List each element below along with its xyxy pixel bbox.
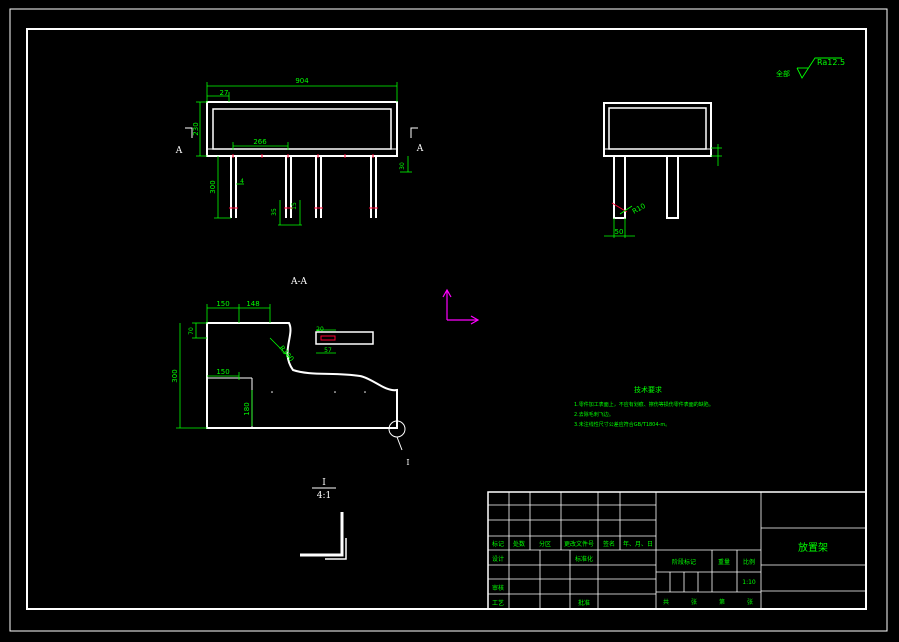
- dim-sec-w2: 148: [246, 300, 259, 308]
- side-frame-inner: [608, 107, 707, 150]
- front-legs: [230, 156, 377, 218]
- tb-design: 设计: [492, 555, 504, 563]
- dim-sec-w1: 150: [216, 300, 229, 308]
- tb-weight: 重量: [718, 558, 730, 566]
- tb-approve: 批准: [578, 599, 590, 607]
- tb-sheet-unit: 张: [747, 598, 753, 606]
- front-frame-inner: [212, 108, 392, 150]
- section-label-right: A: [416, 144, 424, 154]
- tb-sheet-number: 第: [719, 598, 725, 606]
- detail-leader: [396, 436, 403, 451]
- side-leg-right: [666, 155, 679, 219]
- section-dimension-lines: [176, 304, 336, 429]
- side-view: R10 50: [603, 102, 722, 238]
- hidden-marks: [229, 154, 378, 209]
- tb-sheet-unit: 张: [691, 598, 697, 606]
- notes-title: 技术要求: [634, 385, 662, 394]
- note-item: 2.去除毛刺飞边。: [574, 411, 614, 418]
- side-dimension-lines: [604, 144, 722, 238]
- dim-sec-w3: 150: [216, 368, 229, 376]
- tb-col-change-doc: 更改文件号: [564, 540, 594, 548]
- tb-standard: 标准化: [575, 555, 593, 563]
- section-title: A-A: [290, 277, 308, 287]
- section-points: [271, 391, 366, 393]
- note-item: 1.零件加工表面上，不应有划痕、擦伤等损伤零件表面的缺陷。: [574, 401, 714, 408]
- dim-sec-h3: 180: [243, 402, 251, 415]
- side-hidden-mark: [611, 202, 628, 213]
- dim-leg-width-a: 35: [271, 208, 278, 216]
- outer-frame: [9, 8, 888, 632]
- section-view: 150 148 70 300 150 180 R300 20 57 I: [171, 300, 410, 467]
- dim-sec-radius: R300: [277, 344, 295, 363]
- title-block: [487, 491, 867, 610]
- tb-sheet-total: 共: [663, 598, 669, 606]
- tb-review: 审核: [492, 584, 504, 592]
- dim-leg-width-b: 15: [291, 202, 298, 210]
- slot-outline: [315, 331, 374, 345]
- detail-mark: I: [406, 458, 409, 467]
- roughness-check-icon: [796, 57, 842, 79]
- dim-height: 230: [192, 122, 200, 135]
- inner-frame: [26, 28, 867, 610]
- section-profile: [206, 322, 398, 429]
- roughness-symbol: 全部 Ra12.5: [776, 57, 845, 79]
- tb-process: 工艺: [492, 599, 504, 607]
- tb-col-mark: 标记: [492, 540, 504, 548]
- tb-col-date: 年、月、日: [623, 540, 653, 548]
- side-leg-left: [613, 155, 626, 219]
- tb-stage-mark: 阶段标记: [672, 558, 696, 566]
- dim-slot-w: 20: [316, 326, 324, 333]
- tb-scale-value: 1:10: [742, 579, 756, 586]
- section-label-left: A: [175, 146, 183, 156]
- tb-part-name: 放置架: [798, 541, 828, 554]
- dim-sec-h: 300: [171, 369, 179, 382]
- dim-right-height: 30: [399, 162, 406, 170]
- title-block-grid: [488, 492, 866, 609]
- roughness-prefix: 全部: [776, 69, 790, 78]
- section-arrows: [185, 127, 418, 138]
- dim-leg-gap: 4: [240, 178, 244, 185]
- slot-hole: [320, 335, 336, 341]
- dim-side-radius: R10: [631, 202, 647, 216]
- front-frame-outer: [206, 101, 398, 157]
- dim-left-offset: 27: [220, 89, 229, 97]
- ucs-axis-icon: [442, 288, 480, 325]
- tb-col-count: 处数: [513, 540, 525, 548]
- roughness-value: Ra12.5: [817, 58, 845, 67]
- detail-profile-inner: [325, 538, 347, 560]
- title-block-frame: [487, 491, 867, 610]
- detail-title: I: [322, 478, 326, 488]
- dim-sec-h-top: 70: [188, 327, 195, 335]
- tb-scale: 比例: [743, 558, 755, 566]
- title-block-text: 标记 处数 分区 更改文件号 签名 年、月、日 设计 标准化 审核 工艺 批准 …: [492, 540, 828, 607]
- dim-leg-length: 300: [209, 180, 217, 193]
- dim-side-width: 50: [615, 228, 624, 236]
- dim-leg-spacing: 266: [253, 138, 267, 146]
- tb-col-zone: 分区: [539, 540, 551, 548]
- dim-slot-l: 57: [324, 347, 332, 354]
- dim-overall-width: 904: [295, 77, 309, 85]
- detail-profile: [300, 512, 344, 557]
- technical-notes: 技术要求 1.零件加工表面上，不应有划痕、擦伤等损伤零件表面的缺陷。 2.去除毛…: [574, 385, 714, 428]
- side-frame-outer: [603, 102, 712, 157]
- tb-col-sign: 签名: [603, 540, 615, 548]
- front-view: 904 27 230 266 300 4 35 15 30 A A: [175, 77, 424, 226]
- note-item: 3.未注线性尺寸公差应符合GB/T1804-m。: [574, 421, 670, 428]
- detail-view: I 4:1: [300, 478, 347, 560]
- front-dimension-lines: [196, 82, 412, 226]
- detail-scale: 4:1: [317, 491, 331, 501]
